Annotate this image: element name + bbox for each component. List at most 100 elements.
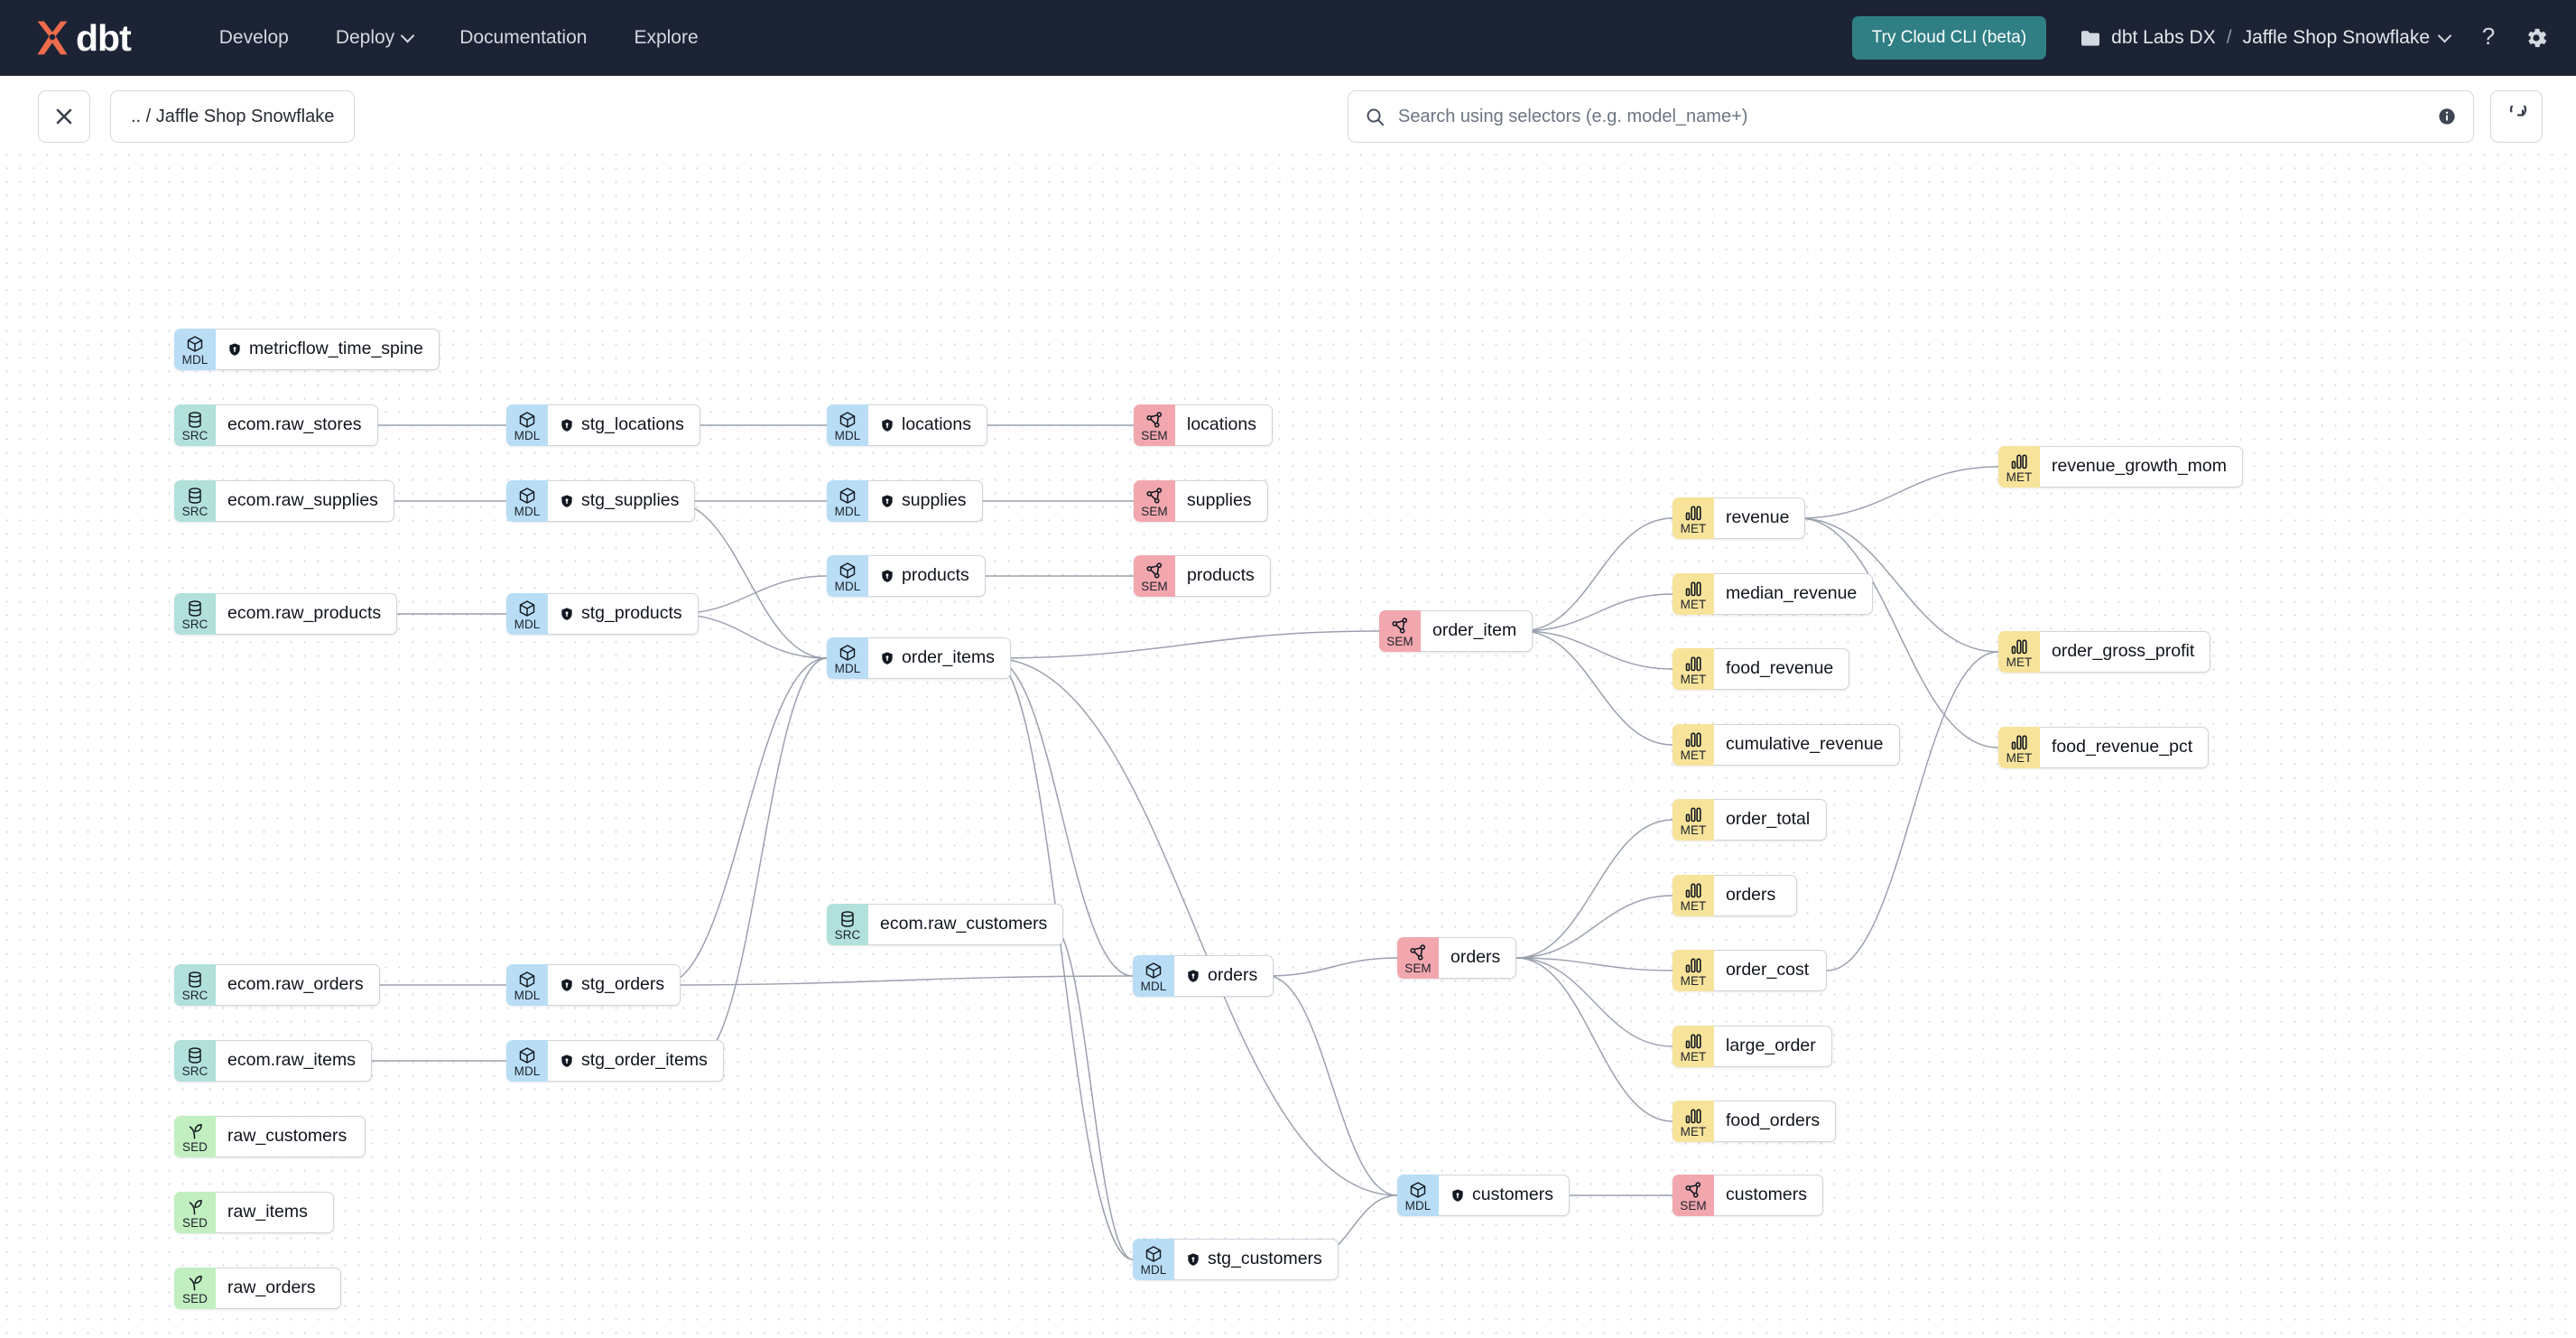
node-type-label: SRC [181,505,208,518]
node-type-label: MET [1680,974,1707,988]
node-type-badge-mdl: MDL [827,555,868,597]
help-button[interactable]: ? [2477,24,2500,51]
node-body: stg_customers [1174,1239,1339,1280]
chevron-down-icon [2437,28,2452,42]
dbt-logo[interactable]: dbt [32,18,132,58]
node-body: orders [1439,937,1517,979]
node-type-badge-mdl: MDL [827,480,868,522]
node-type-badge-sem: SEM [1134,480,1175,522]
node-type-label: SEM [1141,429,1168,442]
nav-item-explore[interactable]: Explore [610,27,721,49]
node-body: customers [1714,1175,1823,1216]
cube-icon [1144,962,1163,980]
breadcrumb-button[interactable]: .. / Jaffle Shop Snowflake [110,90,356,143]
try-cloud-cli-button[interactable]: Try Cloud CLI (beta) [1851,16,2047,60]
node-label: orders [1208,965,1258,986]
question-mark-icon: ? [2482,24,2495,50]
search-bar[interactable] [1348,90,2474,143]
node-type-label: SEM [1141,580,1168,593]
nav-item-documentation[interactable]: Documentation [436,27,610,49]
nav-item-documentation-label: Documentation [459,27,588,48]
info-icon[interactable] [2437,107,2457,126]
cube-icon [518,487,536,505]
node-type-label: MDL [514,618,541,631]
node-type-label: SED [181,1292,208,1305]
graph-node-sem_locations[interactable]: SEM locations [1134,404,1273,446]
network-icon [1145,411,1163,429]
node-label: order_gross_profit [2052,641,2195,662]
node-type-label: MET [2006,751,2033,765]
graph-edge [1798,517,1999,748]
graph-node-ecom_raw_supplies[interactable]: SRC ecom.raw_supplies [174,480,394,522]
graph-toolbar: .. / Jaffle Shop Snowflake [0,76,2576,148]
node-type-badge-mdl: MDL [506,964,548,1006]
nav-item-develop[interactable]: Develop [196,27,312,49]
close-button[interactable] [38,90,90,143]
node-body: cumulative_revenue [1714,724,1900,766]
node-label: customers [1726,1185,1807,1205]
settings-button[interactable] [2524,25,2549,51]
project-selector[interactable]: Jaffle Shop Snowflake [2243,27,2452,49]
node-label: locations [1187,414,1256,435]
node-body: ecom.raw_supplies [216,480,394,522]
database-icon [186,411,204,429]
node-type-label: SEM [1680,1199,1707,1213]
contract-shield-icon [560,418,574,432]
node-body: locations [868,404,987,446]
account-name[interactable]: dbt Labs DX [2111,27,2216,48]
graph-edge [661,975,1134,986]
node-label: ecom.raw_products [227,603,382,624]
graph-node-ecom_raw_products[interactable]: SRC ecom.raw_products [174,593,398,635]
dbt-logo-icon [37,21,68,55]
nav-item-deploy[interactable]: Deploy [312,27,436,49]
node-type-label: MDL [1140,1263,1167,1277]
node-type-badge-mdl: MDL [1397,1175,1439,1216]
node-type-label: SRC [181,618,208,631]
network-icon [1145,487,1163,505]
contract-shield-icon [1186,1252,1200,1267]
node-body: stg_locations [548,404,700,446]
search-input[interactable] [1398,106,2424,127]
refresh-button[interactable] [2490,90,2543,143]
node-type-badge-sem: SEM [1397,937,1439,979]
bar-chart-icon [1684,504,1702,522]
graph-node-stg_customers[interactable]: MDL stg_customers [1133,1239,1339,1280]
graph-node-sem_customers[interactable]: SEM customers [1673,1175,1823,1216]
